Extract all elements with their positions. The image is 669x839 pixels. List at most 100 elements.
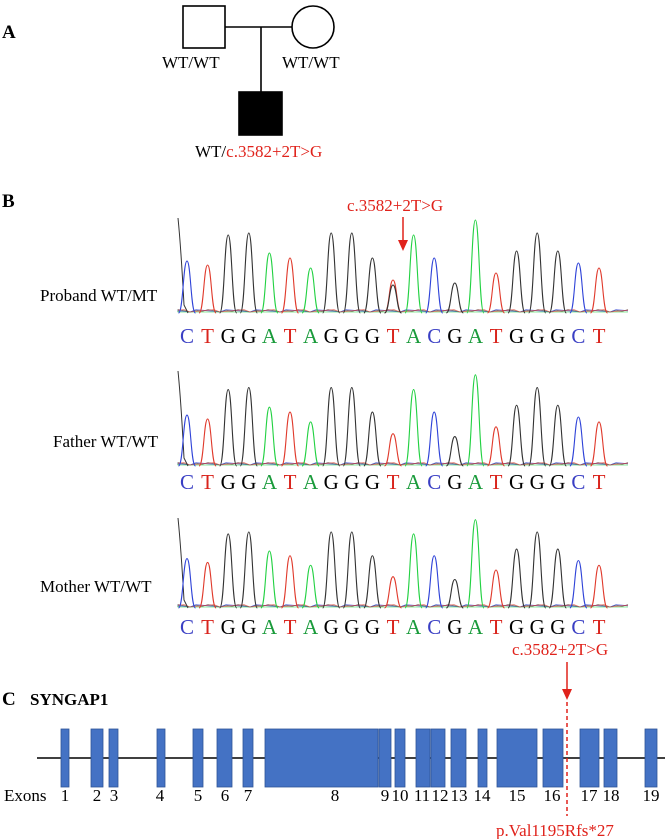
base-call: G xyxy=(241,324,256,348)
trace-peak xyxy=(528,387,547,467)
baseline-noise xyxy=(177,462,629,466)
trace-peak xyxy=(507,404,526,467)
exon-label: 14 xyxy=(474,786,492,805)
base-call: G xyxy=(344,470,359,494)
base-call: G xyxy=(221,470,236,494)
trace-peak xyxy=(177,260,197,314)
trace-peak xyxy=(239,387,258,467)
base-call: G xyxy=(324,615,339,639)
trace-peak xyxy=(466,374,485,467)
exon-label: 17 xyxy=(581,786,599,805)
exon-label: 9 xyxy=(381,786,390,805)
chromatogram-mutation-label: c.3582+2T>G xyxy=(347,196,443,215)
base-call: T xyxy=(284,470,297,494)
base-call: A xyxy=(303,324,319,348)
trace-peak xyxy=(445,282,464,314)
trace-peak xyxy=(219,533,238,609)
base-call: G xyxy=(365,470,380,494)
panel-a-label: A xyxy=(2,22,16,43)
trace-peak xyxy=(342,387,361,467)
trace-peak xyxy=(177,414,197,467)
trace-peak xyxy=(363,411,382,467)
trace-peak xyxy=(363,257,382,314)
leading-trace xyxy=(177,217,189,314)
base-call: G xyxy=(530,615,545,639)
base-call: T xyxy=(387,324,400,348)
base-call: A xyxy=(303,470,319,494)
trace-peak xyxy=(301,421,320,467)
gene-mutation-arrow xyxy=(562,662,572,700)
base-call: T xyxy=(490,470,503,494)
base-call: A xyxy=(406,615,422,639)
trace-peak xyxy=(548,250,567,314)
base-call: C xyxy=(180,470,194,494)
exon-5 xyxy=(192,728,204,788)
exon-19 xyxy=(644,728,658,788)
trace-peak xyxy=(280,555,300,609)
trace-peak xyxy=(548,548,567,609)
exons-label: Exons xyxy=(4,786,47,805)
exon-label: 3 xyxy=(110,786,119,805)
base-call: G xyxy=(344,615,359,639)
base-call: T xyxy=(201,324,214,348)
base-call: A xyxy=(468,615,484,639)
exon-label: 6 xyxy=(221,786,230,805)
base-call: G xyxy=(550,324,565,348)
exon-12 xyxy=(430,728,446,788)
trace-peak xyxy=(322,387,341,467)
trace-peak xyxy=(548,404,567,467)
base-call: G xyxy=(447,470,462,494)
base-call: G xyxy=(365,615,380,639)
trace-peak xyxy=(322,232,341,314)
base-call: C xyxy=(571,470,585,494)
trace-peak xyxy=(589,267,609,314)
trace-peak xyxy=(177,558,197,609)
panel-c-label: C xyxy=(2,689,16,710)
trace-peak xyxy=(260,252,279,314)
base-call: T xyxy=(284,615,297,639)
base-call: G xyxy=(530,324,545,348)
base-call: A xyxy=(262,324,278,348)
exon-14 xyxy=(477,728,488,788)
exon-label: 10 xyxy=(392,786,409,805)
exon-6 xyxy=(216,728,233,788)
base-call: A xyxy=(468,324,484,348)
exon-18 xyxy=(603,728,618,788)
base-call: T xyxy=(490,324,503,348)
trace-peak xyxy=(445,436,464,467)
base-call: C xyxy=(427,470,441,494)
exon-label: 16 xyxy=(544,786,561,805)
exon-boxes xyxy=(60,728,658,788)
trace-peak xyxy=(507,548,526,609)
base-call: T xyxy=(201,615,214,639)
trace-peak xyxy=(280,257,300,314)
trace-peak xyxy=(404,234,423,314)
track-label-proband: Proband WT/MT xyxy=(40,286,158,305)
exon-3 xyxy=(108,728,119,788)
base-call: A xyxy=(468,470,484,494)
trace-peak xyxy=(528,531,547,609)
base-call: C xyxy=(571,324,585,348)
base-call: T xyxy=(387,470,400,494)
base-call: G xyxy=(324,324,339,348)
base-call: G xyxy=(509,324,524,348)
base-call: G xyxy=(447,615,462,639)
exon-label: 5 xyxy=(194,786,203,805)
protein-change-label: p.Val1195Rfs*27 xyxy=(496,821,614,839)
trace-peak xyxy=(260,550,279,609)
trace-peak xyxy=(383,433,403,467)
father-genotype: WT/WT xyxy=(162,53,220,72)
base-call: C xyxy=(427,615,441,639)
base-call: G xyxy=(550,470,565,494)
trace-peak xyxy=(486,569,506,609)
leading-trace xyxy=(177,517,189,609)
gene-mutation-label: c.3582+2T>G xyxy=(512,640,608,659)
trace-peak xyxy=(301,267,320,314)
trace-peak xyxy=(589,421,609,467)
base-call: A xyxy=(406,324,422,348)
base-call: T xyxy=(201,470,214,494)
